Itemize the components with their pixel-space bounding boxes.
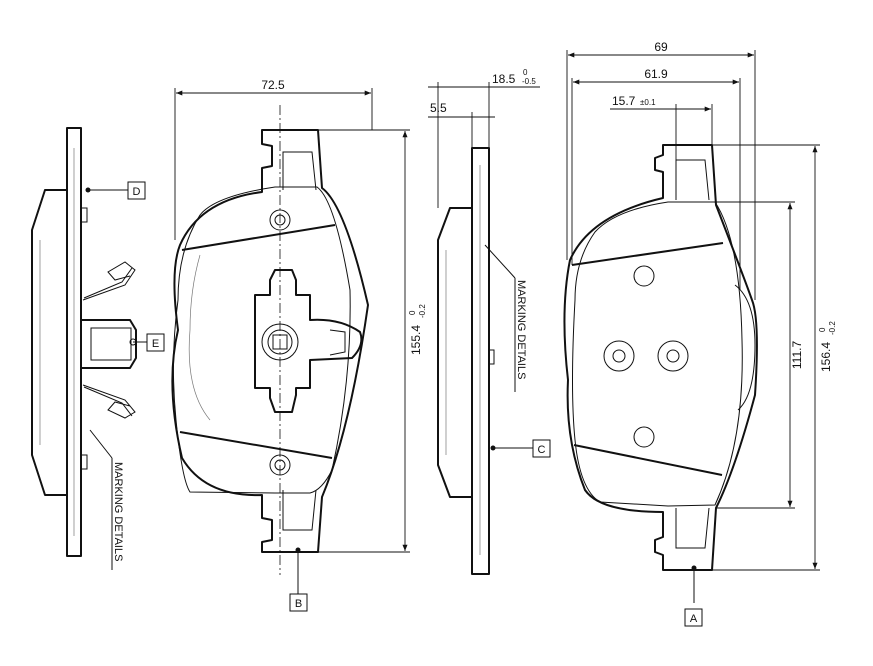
- rear-view: [563, 144, 758, 603]
- svg-text:D: D: [133, 186, 141, 198]
- marking-details-label-2: MARKING DETAILS: [515, 280, 527, 379]
- dim-height-155-4: 155.4 0 -0.2: [318, 129, 427, 553]
- dim-thickness: 18.5 0 -0.5 5.5: [428, 68, 540, 208]
- dim-rear-height-sup: 0: [818, 327, 827, 332]
- dim-width-72-5: 72.5: [174, 78, 373, 240]
- svg-text:A: A: [690, 613, 698, 625]
- dim-offset-tol: ±0.1: [640, 98, 656, 107]
- svg-text:C: C: [538, 444, 546, 456]
- dim-friction-height-label: 111.7: [790, 341, 804, 370]
- callout-d: D: [127, 181, 146, 200]
- svg-text:B: B: [295, 598, 302, 610]
- dim-thickness-sup: 0: [523, 68, 528, 77]
- dim-inner-width-label: 61.9: [644, 67, 668, 81]
- dim-width-label: 72.5: [261, 78, 285, 92]
- side-view-with-clip: [31, 127, 147, 570]
- svg-text:E: E: [152, 338, 159, 350]
- dim-rear-height-label: 156.4: [819, 342, 833, 372]
- callout-e: E: [146, 333, 165, 352]
- dim-thickness-sub: -0.5: [522, 77, 536, 86]
- marking-details-label-1: MARKING DETAILS: [112, 462, 124, 561]
- dim-view4: 69 61.9 15.7 ±0.1 156.4 0 -0.2 111.7: [566, 40, 837, 571]
- svg-text:MARKING DETAILS: MARKING DETAILS: [515, 280, 527, 379]
- dim-height-sup: 0: [408, 310, 417, 315]
- dim-offset-label: 15.7: [612, 94, 636, 108]
- callout-c: C: [532, 439, 551, 458]
- dim-rear-height-sub: -0.2: [828, 321, 837, 335]
- callout-b: B: [289, 593, 308, 612]
- callout-a: A: [684, 608, 703, 627]
- dim-height-sub: -0.2: [418, 304, 427, 318]
- dim-backplate-label: 5.5: [430, 101, 447, 115]
- dim-height-label: 155.4: [409, 325, 423, 355]
- front-view: [171, 105, 369, 595]
- dim-overall-width-label: 69: [654, 40, 668, 54]
- svg-text:MARKING DETAILS: MARKING DETAILS: [112, 462, 124, 561]
- dim-thickness-label: 18.5: [492, 72, 516, 86]
- edge-view: [437, 147, 533, 575]
